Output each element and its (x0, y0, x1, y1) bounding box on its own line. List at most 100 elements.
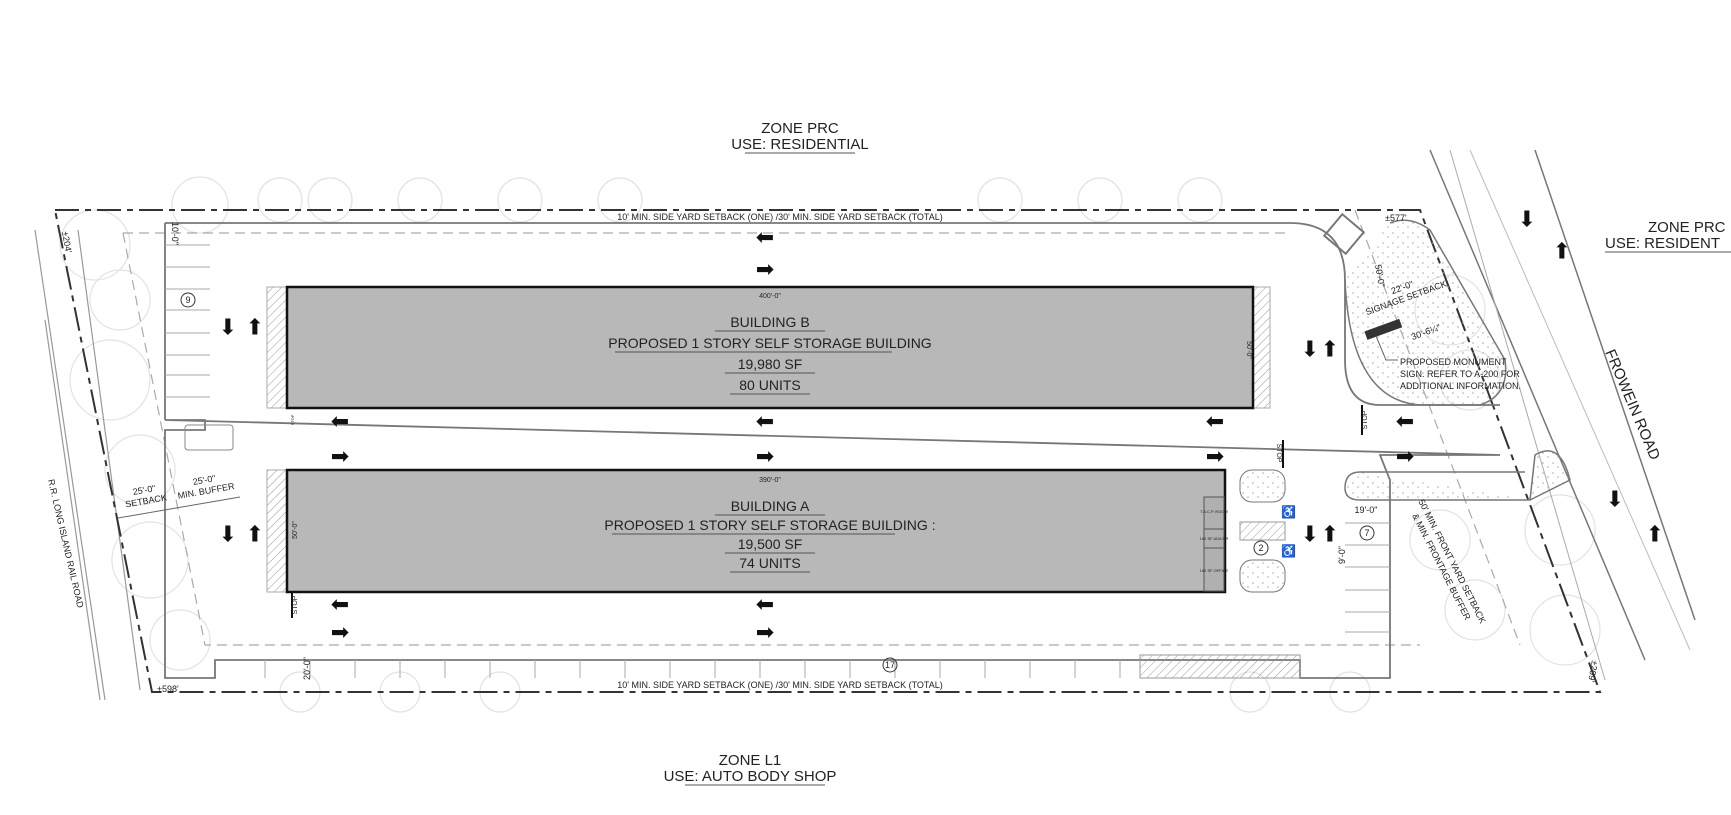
building-a-width: 50'-0" (292, 521, 299, 539)
property-line (53, 209, 1602, 693)
building-a-units: 74 UNITS (739, 555, 800, 571)
ada-icon: ♿ (1281, 544, 1296, 558)
railroad (34, 229, 141, 701)
stop-label: STOP (292, 595, 299, 614)
arrow-left-icon: ⬅ (756, 410, 774, 435)
loading-area (1139, 654, 1301, 679)
arrow-up-icon: ⬆ (1553, 240, 1571, 265)
sign-note-2: SIGN. REFER TO A-200 FOR (1400, 369, 1520, 379)
stop-label: STOP (290, 414, 295, 425)
parking-count-ada: 2 (1258, 543, 1263, 553)
arrow-down-icon: ⬇ (1518, 208, 1536, 233)
length-se: ±209' (1586, 660, 1600, 683)
building-b-width: 50'-0" (1245, 341, 1252, 359)
building-b-units: 80 UNITS (739, 377, 800, 393)
length-nw: ±204' (60, 231, 74, 254)
frowein-road (1429, 149, 1696, 681)
ada-island-top (1239, 469, 1286, 503)
room-office: 180 SF OFFICE (1200, 568, 1229, 573)
length-ne: ±577' (1385, 213, 1407, 223)
traffic-arrows: ⬅➡⬇⬆⬇⬆⬅⬅⬅➡➡➡⬅⬅➡➡⬇⬆⬇⬆⬅➡⬇⬆⬇⬆ (219, 208, 1664, 646)
building-a-desc: PROPOSED 1 STORY SELF STORAGE BUILDING : (604, 517, 935, 533)
arrow-right-icon: ➡ (1396, 445, 1414, 470)
building-a-hatch-west (266, 469, 288, 593)
arrow-up-icon: ⬆ (1646, 523, 1664, 548)
rear-setback-label: SETBACK (124, 492, 167, 509)
building-a-area: 19,500 SF (738, 536, 803, 552)
arrow-left-icon: ⬅ (1206, 410, 1224, 435)
arrow-right-icon: ➡ (756, 258, 774, 283)
east-use: USE: RESIDENT (1605, 235, 1720, 252)
east-zone: ZONE PRC (1648, 219, 1726, 236)
arrow-down-icon: ⬇ (219, 316, 237, 341)
parking-count-south: 17 (885, 660, 895, 670)
building-b-length: 400'-0" (759, 293, 781, 300)
arrow-left-icon: ⬅ (756, 226, 774, 251)
parking-count-west: 9 (185, 295, 190, 305)
ada-island-bottom (1239, 559, 1286, 593)
arrow-left-icon: ⬅ (756, 593, 774, 618)
arrow-left-icon: ⬅ (1396, 410, 1414, 435)
arrow-up-icon: ⬆ (1321, 523, 1339, 548)
arrow-up-icon: ⬆ (1321, 338, 1339, 363)
room-tacp: T.A.C.P. ROOM (1200, 509, 1228, 514)
sign-note-1: PROPOSED MONUMENT (1400, 357, 1507, 367)
north-use: USE: RESIDENTIAL (731, 136, 869, 153)
arrow-right-icon: ➡ (756, 621, 774, 646)
building-a-name: BUILDING A (731, 498, 810, 514)
ada-access-aisle (1239, 521, 1286, 541)
south-use: USE: AUTO BODY SHOP (664, 768, 837, 785)
arrow-left-icon: ⬅ (331, 593, 349, 618)
railroad-label: R.R. LONG ISLAND RAIL ROAD (46, 478, 85, 609)
building-underlines (612, 330, 895, 573)
building-b-hatch-east (1252, 286, 1271, 409)
stop-label: STOP (1362, 410, 1369, 429)
rear-setback-dim: 25'-0" (132, 483, 156, 497)
parking-stripes (165, 244, 1390, 633)
entry-median (1344, 450, 1571, 501)
arrow-up-icon: ⬆ (246, 316, 264, 341)
arrow-up-icon: ⬆ (246, 523, 264, 548)
rear-buffer-dim: 25'-0" (192, 473, 216, 487)
arrow-down-icon: ⬇ (219, 523, 237, 548)
arrow-right-icon: ➡ (756, 445, 774, 470)
building-b (285, 285, 1255, 410)
arrow-down-icon: ⬇ (1301, 523, 1319, 548)
building-a-length: 390'-0" (759, 477, 781, 484)
building-b-hatch-west (266, 286, 288, 409)
arrow-right-icon: ➡ (331, 621, 349, 646)
arrow-right-icon: ➡ (1206, 445, 1224, 470)
paved-area (164, 222, 1501, 679)
side-setback-top: 10' MIN. SIDE YARD SETBACK (ONE) /30' MI… (617, 212, 943, 222)
front-setback-line1: 50' MIN. FRONT YARD SETBACK (1416, 498, 1487, 625)
top-dimension: 10'-0" (170, 222, 180, 245)
stop-bars (291, 405, 1363, 618)
stall-width: 19'-0" (1355, 505, 1378, 515)
building-b-name: BUILDING B (730, 314, 809, 330)
parking-counts (180, 292, 1375, 673)
arrow-down-icon: ⬇ (1301, 338, 1319, 363)
bottom-dimension: 20'-0" (302, 657, 312, 680)
monument-sign (1364, 318, 1403, 340)
transformer-pad (1322, 212, 1366, 256)
stop-label: STOP (1275, 444, 1282, 463)
setback-line (122, 232, 1420, 646)
stall-depth: 9'-0" (1337, 546, 1347, 564)
arrow-down-icon: ⬇ (1606, 488, 1624, 513)
sign-note-3: ADDITIONAL INFORMATION. (1400, 381, 1521, 391)
arrow-left-icon: ⬅ (331, 410, 349, 435)
building-b-desc: PROPOSED 1 STORY SELF STORAGE BUILDING (608, 335, 931, 351)
ada-icon: ♿ (1281, 505, 1296, 519)
parking-count-east: 7 (1364, 528, 1369, 538)
south-zone: ZONE L1 (719, 752, 782, 769)
front-setback-line (1354, 209, 1521, 646)
room-ada-rr: 180 SF ADA RR (1200, 536, 1229, 541)
building-a-rooms (1203, 496, 1225, 592)
signage-dim: 50'-0" (1373, 264, 1387, 288)
side-setback-bottom: 10' MIN. SIDE YARD SETBACK (ONE) /30' MI… (617, 680, 943, 690)
frowein-road-label: FROWEIN ROAD (1601, 347, 1663, 463)
building-b-area: 19,980 SF (738, 356, 803, 372)
north-zone: ZONE PRC (761, 120, 839, 137)
parking-stripes-south (264, 660, 1121, 678)
